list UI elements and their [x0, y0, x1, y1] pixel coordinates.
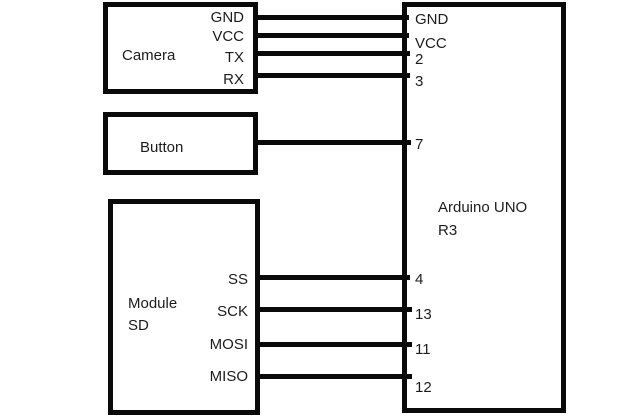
sd-pin-ss: SS [227, 271, 248, 288]
wire-camera-tx-arduino-2 [253, 51, 410, 56]
arduino-pin-12: 12 [415, 379, 432, 396]
arduino-pin-gnd: GND [415, 11, 449, 28]
sd-pin-miso: MISO [209, 368, 248, 385]
wire-camera-rx-arduino-3 [253, 73, 410, 78]
arduino-pin-7: 7 [415, 136, 424, 153]
sd-pin-sck: SCK [217, 303, 248, 320]
wire-button-arduino-7 [253, 140, 411, 145]
camera-pin-gnd: GND [210, 9, 244, 26]
wire-camera-vcc-arduino-vcc [253, 33, 409, 38]
camera-pin-vcc: VCC [212, 28, 244, 45]
arduino-pin-2: 2 [415, 51, 424, 68]
arduino-box: Arduino UNO R3 GND VCC 2 3 7 4 13 11 12 [402, 2, 566, 413]
arduino-pin-11: 11 [415, 341, 431, 358]
sd-module-label-line2: SD [128, 317, 149, 334]
camera-pin-tx: TX [224, 49, 244, 66]
wire-camera-gnd-arduino-gnd [253, 15, 409, 20]
arduino-pin-3: 3 [415, 73, 424, 90]
wire-sd-mosi-arduino-11 [255, 342, 412, 347]
arduino-pin-vcc: VCC [415, 35, 447, 52]
wire-sd-ss-arduino-4 [255, 275, 410, 280]
arduino-pin-13: 13 [415, 306, 432, 323]
camera-pin-rx: RX [223, 71, 244, 88]
sd-pin-mosi: MOSI [209, 336, 248, 353]
button-box: Button [103, 112, 258, 175]
arduino-label-line1: Arduino UNO [438, 199, 528, 216]
arduino-pin-4: 4 [415, 271, 424, 288]
wire-sd-miso-arduino-12 [255, 374, 412, 379]
sd-module-label-line1: Module [128, 295, 178, 312]
wire-sd-sck-arduino-13 [255, 307, 412, 312]
sd-module-box: Module SD SS SCK MOSI MISO [108, 199, 260, 415]
camera-box: Camera GND VCC TX RX [103, 2, 258, 94]
camera-label: Camera [122, 47, 176, 64]
button-label: Button [140, 139, 184, 156]
arduino-label-line2: R3 [438, 222, 458, 239]
